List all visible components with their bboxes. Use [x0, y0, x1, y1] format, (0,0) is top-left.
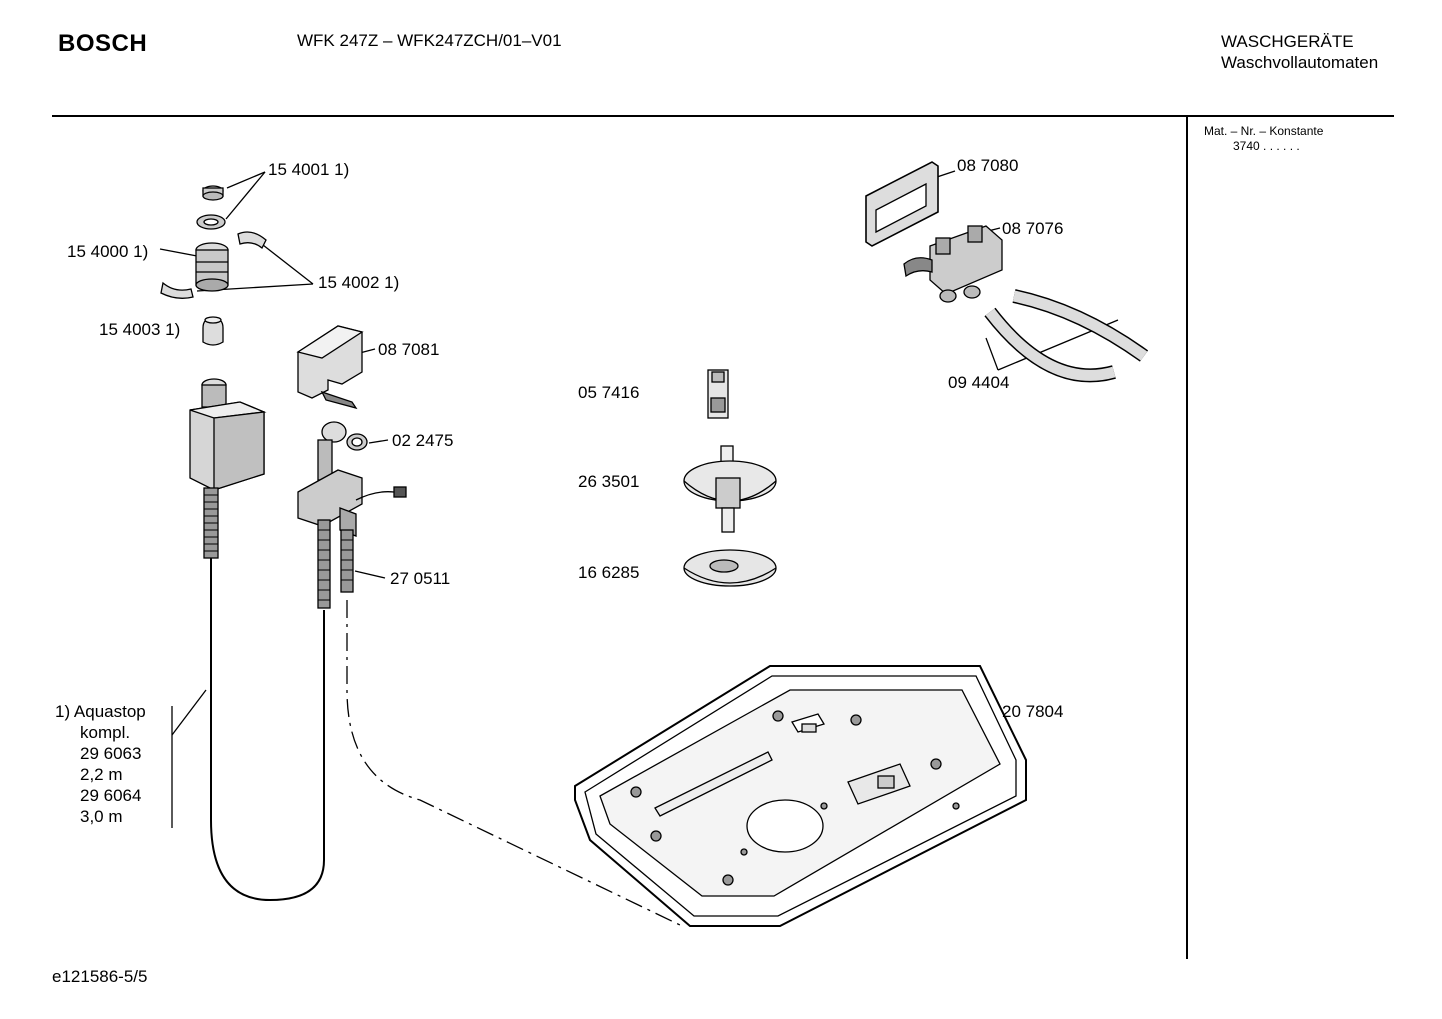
- part-distributor: [297, 469, 407, 537]
- label-057416: 05 7416: [578, 383, 640, 402]
- part-hoses-094404: [984, 289, 1149, 383]
- sidebar-divider: [1186, 117, 1188, 959]
- label-263501: 26 3501: [578, 472, 640, 491]
- part-disc-166285: [683, 549, 777, 587]
- part-nut: [202, 185, 224, 201]
- part-clip-lower: [160, 281, 194, 299]
- part-hose-left: [203, 487, 325, 902]
- connection-line: [346, 600, 781, 926]
- header-rule: [52, 115, 1394, 117]
- category-line-1: WASCHGERÄTE: [1221, 32, 1354, 51]
- label-154001: 15 4001 1): [268, 160, 350, 179]
- category-heading: WASCHGERÄTE Waschvollautomaten: [1221, 31, 1378, 73]
- category-line-2: Waschvollautomaten: [1221, 53, 1379, 72]
- note-bracket: [171, 689, 207, 828]
- label-022475: 02 2475: [392, 431, 454, 450]
- part-cap: [202, 316, 224, 346]
- label-207804: 20 7804: [1002, 702, 1064, 721]
- note-line-4: 2,2 m: [80, 765, 123, 784]
- part-elbow: [317, 421, 368, 481]
- part-clip-057416: [707, 369, 729, 419]
- label-270511: 27 0511: [390, 569, 451, 588]
- label-154003: 15 4003 1): [99, 320, 181, 339]
- part-hose-pair: [317, 519, 354, 609]
- note-line-6: 3,0 m: [80, 807, 123, 826]
- material-label: Mat. – Nr. – Konstante: [1204, 124, 1324, 138]
- material-constant: Mat. – Nr. – Konstante 3740 . . . . . .: [1204, 124, 1323, 154]
- part-clip-upper: [237, 231, 267, 250]
- document-id: e121586-5/5: [52, 967, 148, 986]
- label-166285: 16 6285: [578, 563, 640, 582]
- part-float-263501: [683, 445, 777, 533]
- part-aquastop-box: [189, 378, 267, 491]
- part-washer-ring: [196, 214, 226, 230]
- material-value: 3740 . . . . . .: [1233, 139, 1300, 153]
- part-threaded-fitting: [195, 242, 229, 292]
- part-gasket-frame: [865, 161, 939, 247]
- note-line-5: 29 6064: [80, 786, 142, 805]
- part-cover: [296, 325, 364, 410]
- label-087076: 08 7076: [1002, 219, 1064, 238]
- note-line-3: 29 6063: [80, 744, 142, 763]
- model-title: WFK 247Z – WFK247ZCH/01–V01: [297, 31, 562, 50]
- label-154002: 15 4002 1): [318, 273, 400, 292]
- brand-logo: BOSCH: [58, 30, 148, 57]
- label-094404: 09 4404: [948, 373, 1010, 392]
- label-087080: 08 7080: [957, 156, 1019, 175]
- aquastop-note: 1) Aquastop kompl. 29 6063 2,2 m 29 6064…: [55, 701, 146, 827]
- part-base-tray: [574, 665, 1027, 927]
- note-line-2: kompl.: [80, 723, 131, 742]
- label-087081: 08 7081: [378, 340, 440, 359]
- label-154000: 15 4000 1): [67, 242, 149, 261]
- note-line-1: 1) Aquastop: [55, 702, 146, 721]
- part-inlet-valve: [903, 225, 1003, 303]
